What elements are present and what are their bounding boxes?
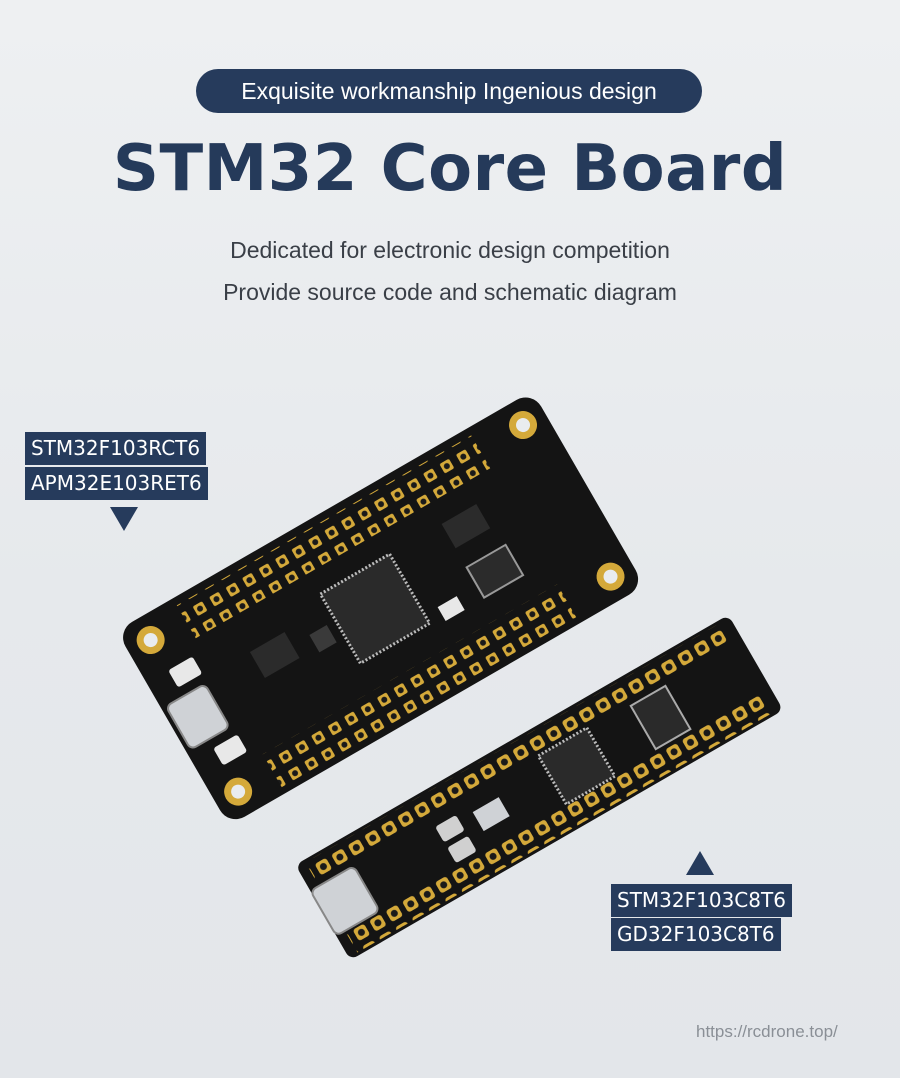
- small-core-board: [298, 617, 781, 958]
- subtitle-line-2: Provide source code and schematic diagra…: [223, 279, 677, 305]
- up-arrow-icon: [686, 851, 714, 875]
- small-board-chip-label-1: STM32F103C8T6: [611, 884, 792, 917]
- footer-url: https://rcdrone.top/: [696, 1022, 838, 1041]
- big-board-chip-label-1: STM32F103RCT6: [25, 432, 207, 465]
- down-arrow-icon: [110, 507, 138, 531]
- page-title: STM32 Core Board: [112, 132, 788, 206]
- tagline-text: Exquisite workmanship Ingenious design: [241, 78, 657, 104]
- subtitle-line-1: Dedicated for electronic design competit…: [230, 237, 670, 263]
- tagline-badge: Exquisite workmanship Ingenious design: [196, 69, 702, 113]
- small-board-chip-label-2: GD32F103C8T6: [611, 918, 781, 951]
- big-board-chip-label-2: APM32E103RET6: [25, 467, 208, 500]
- big-core-board: [123, 397, 639, 820]
